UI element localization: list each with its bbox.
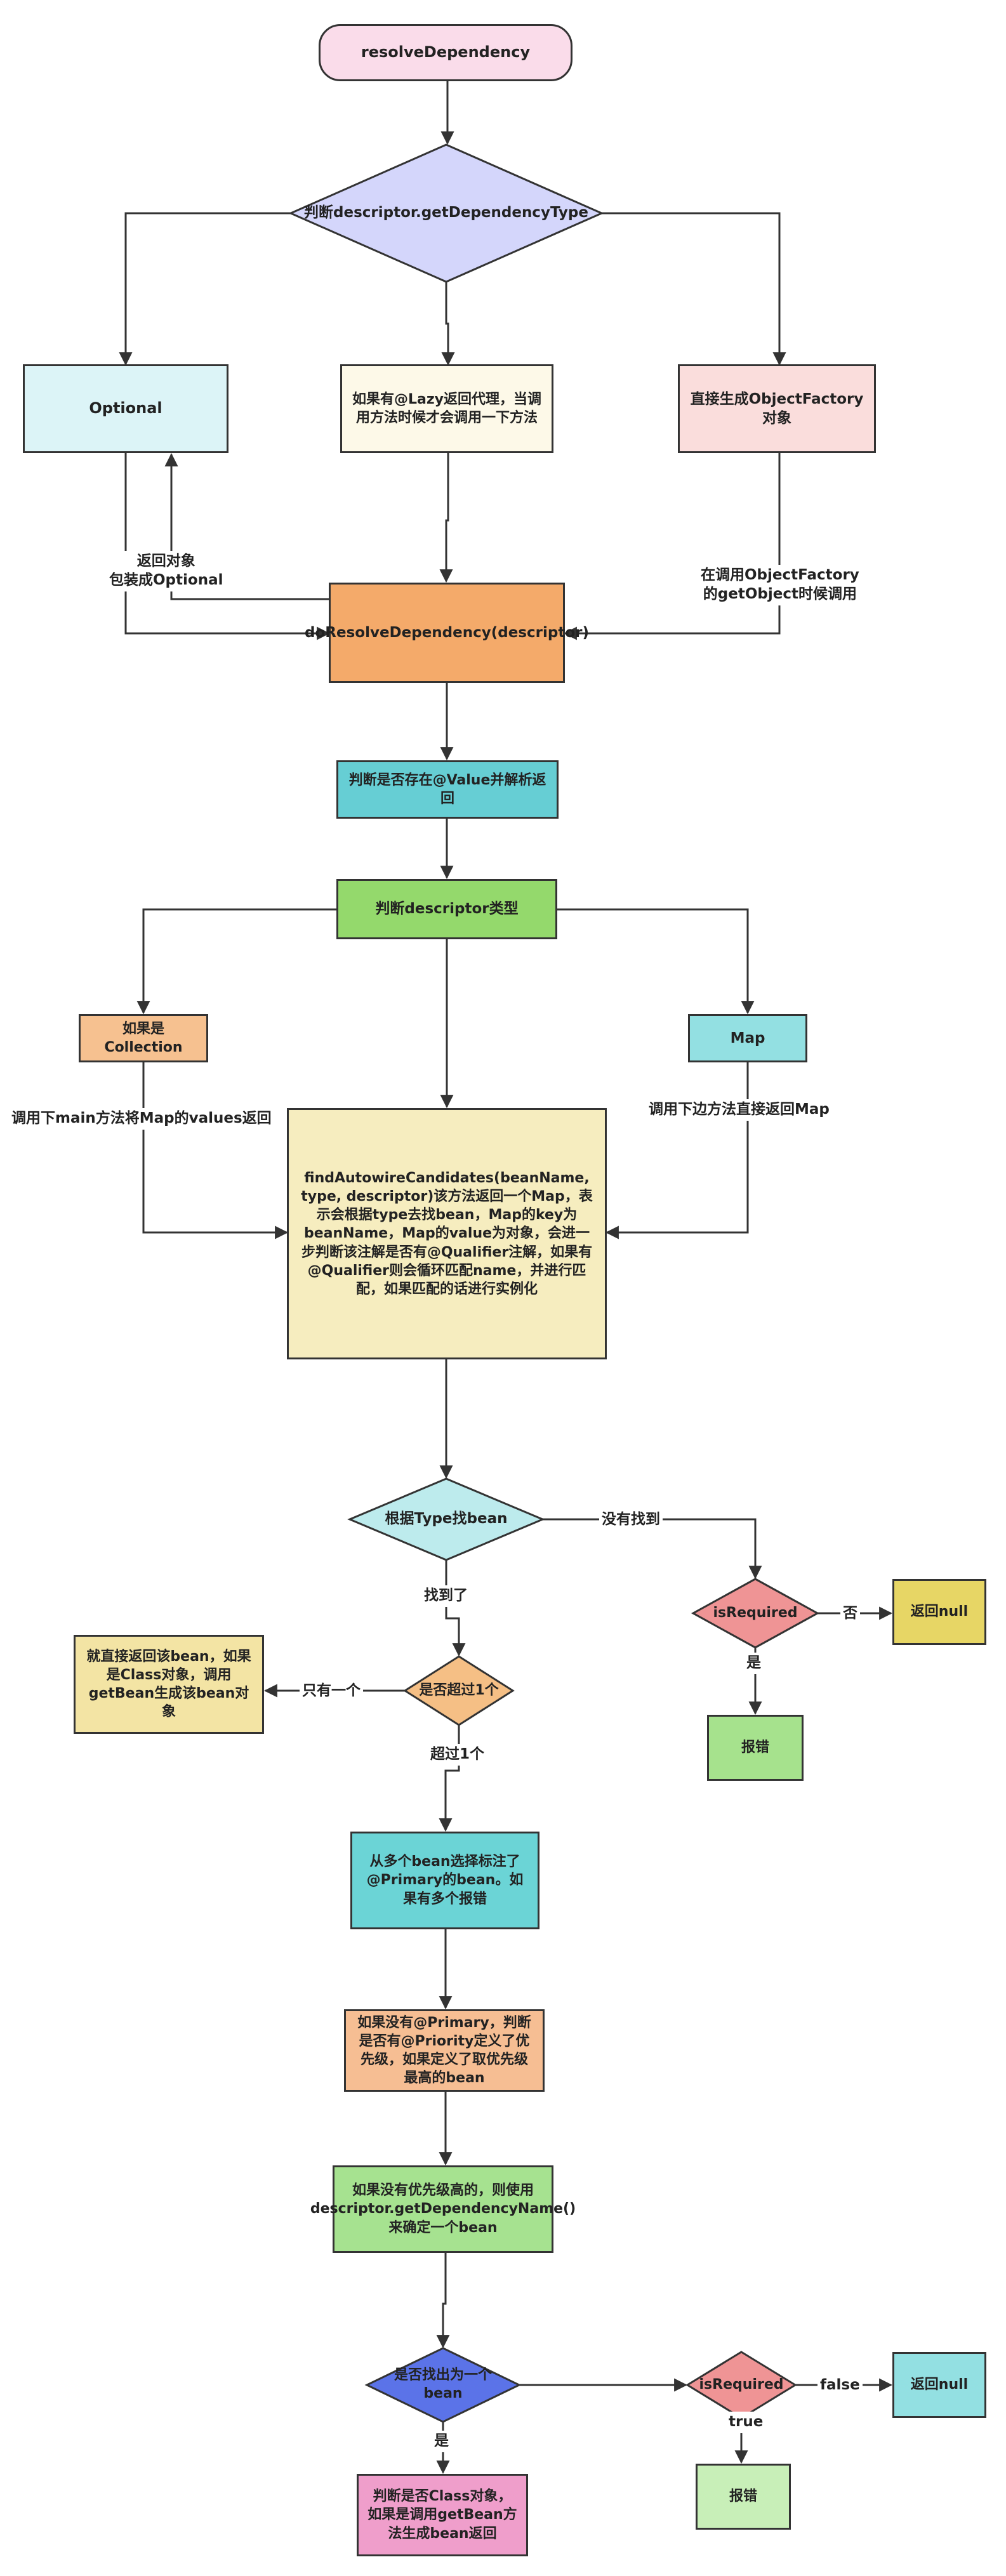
error-2-node: 报错 <box>696 2464 791 2530</box>
edge-lazy-to-doresolve <box>439 453 453 583</box>
edge-findbytype-to-overone <box>445 1560 466 1657</box>
priority-node: 如果没有@Primary，判断是否有@Priority定义了优先级，如果定义了取… <box>344 2009 545 2092</box>
edge-label-found: 找到了 <box>421 1585 470 1607</box>
edge-judgedescriptor-to-map <box>557 908 755 1015</box>
is-required-2-label: isRequired <box>699 2376 784 2393</box>
judge-descriptor-node: 判断descriptor类型 <box>336 879 557 939</box>
edge-objectfactory-to-doresolve <box>563 453 781 640</box>
find-candidates-node: findAutowireCandidates(beanName, type, d… <box>287 1108 607 1359</box>
edge-map-to-candidates <box>605 1062 749 1239</box>
class-object-node: 判断是否Class对象，如果是调用getBean方法生成bean返回 <box>357 2474 528 2556</box>
is-required-1-label: isRequired <box>713 1604 798 1621</box>
return-bean-node: 就直接返回该bean，如果是Class对象，调用getBean生成该bean对象 <box>74 1635 264 1734</box>
edge-judge-to-lazy <box>441 282 455 366</box>
edge-label-only-one: 只有一个 <box>300 1681 363 1702</box>
edge-judge-to-objectfactory <box>602 212 786 366</box>
primary-node: 从多个bean选择标注了@Primary的bean。如果有多个报错 <box>350 1832 539 1929</box>
edge-label-yes-1: 是 <box>744 1653 764 1674</box>
do-resolve-node: doResolveDependency(descriptor) <box>305 583 589 683</box>
edge-label-true: true <box>726 2412 766 2433</box>
edge-descriptorname-to-foundone <box>436 2253 450 2349</box>
map-node: Map <box>688 1014 807 1062</box>
descriptor-name-node: 如果没有优先级高的，则使用descriptor.getDependencyNam… <box>310 2165 576 2253</box>
edge-doresolve-to-optional <box>164 452 329 600</box>
edge-label-map-call: 调用下边方法直接返回Map <box>646 1099 832 1121</box>
edge-label-false: false <box>817 2375 863 2396</box>
object-factory-node: 直接生成ObjectFactory对象 <box>678 364 876 453</box>
found-one-label: 是否找出为一个bean <box>394 2367 492 2401</box>
edge-judgedescriptor-to-collection <box>136 908 336 1015</box>
over-one-label: 是否超过1个 <box>419 1682 499 1698</box>
judge-type-label: 判断descriptor.getDependencyType <box>304 204 588 221</box>
edge-label-no: 否 <box>840 1603 860 1625</box>
edge-label-more-than-one: 超过1个 <box>428 1744 487 1766</box>
error-1-node: 报错 <box>707 1715 804 1781</box>
edge-label-object-factory-call: 在调用ObjectFactory 的getObject时候调用 <box>698 565 862 605</box>
edge-label-return-optional: 返回对象 包装成Optional <box>107 551 226 591</box>
edge-judge-to-optional <box>119 212 291 366</box>
start-node: resolveDependency <box>319 24 572 81</box>
lazy-node: 如果有@Lazy返回代理，当调用方法时候才会调用一下方法 <box>340 364 553 453</box>
optional-node: Optional <box>23 364 228 453</box>
return-null-2-node: 返回null <box>892 2352 986 2418</box>
edge-overone-to-primary <box>439 1725 460 1832</box>
edge-optional-to-doresolve <box>124 453 331 640</box>
collection-node: 如果是Collection <box>79 1014 208 1062</box>
edge-collection-to-candidates <box>142 1062 289 1239</box>
find-by-type-label: 根据Type找bean <box>385 1510 508 1528</box>
edge-label-not-found: 没有找到 <box>599 1509 663 1531</box>
return-null-1-node: 返回null <box>892 1579 986 1645</box>
edge-label-collection-call: 调用下main方法将Map的values返回 <box>9 1108 274 1130</box>
edge-label-yes-2: 是 <box>432 2431 451 2452</box>
value-check-node: 判断是否存在@Value并解析返回 <box>336 760 559 819</box>
